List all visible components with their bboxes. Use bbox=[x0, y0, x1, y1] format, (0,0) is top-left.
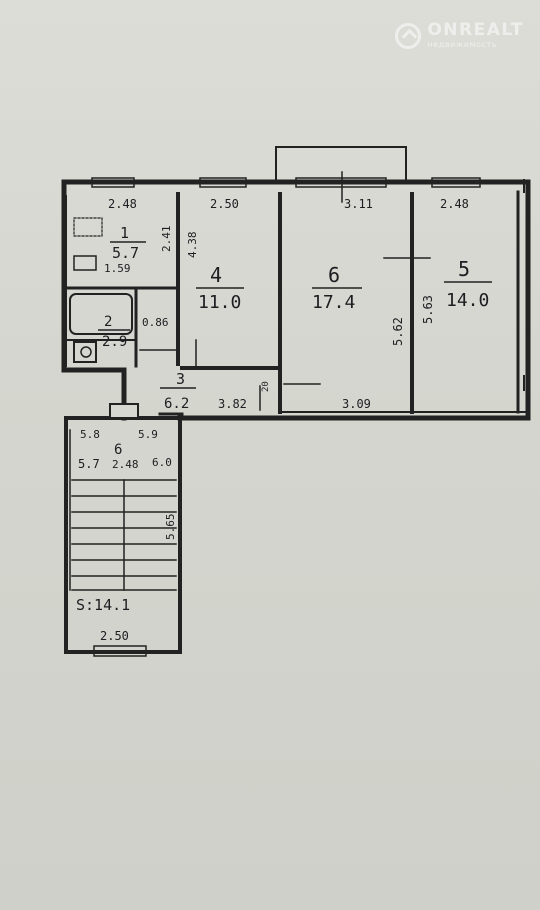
room-area: 6.2 bbox=[164, 396, 189, 412]
dim-label: 6.0 bbox=[152, 456, 172, 469]
room-area: 17.4 bbox=[312, 292, 355, 313]
watermark: ONREALT недвижимость bbox=[395, 22, 524, 49]
dim-label: 2.41 bbox=[160, 226, 173, 253]
dim-label: 5.62 bbox=[391, 317, 405, 346]
room-area: 5.7 bbox=[112, 244, 139, 262]
dim-label: 2.48 bbox=[108, 197, 137, 211]
window bbox=[91, 177, 481, 188]
dim-label: 3.09 bbox=[342, 397, 371, 411]
dim-label: 20 bbox=[261, 381, 271, 392]
washbasin-icon bbox=[80, 346, 92, 358]
dim-label: 1.59 bbox=[104, 262, 131, 275]
window bbox=[93, 645, 147, 657]
room-number: 3 bbox=[176, 370, 185, 388]
balcony bbox=[275, 146, 407, 183]
stove-icon bbox=[73, 217, 103, 237]
room-number: 4 bbox=[210, 263, 222, 287]
room-area: 14.0 bbox=[446, 290, 489, 311]
room-number: 2 bbox=[104, 314, 112, 330]
dim-label: 2.48 bbox=[440, 197, 469, 211]
dim-label: 3.82 bbox=[218, 397, 247, 411]
dim-label: 2.50 bbox=[100, 629, 129, 643]
dim-label: 0.86 bbox=[142, 316, 169, 329]
outer-wall bbox=[61, 179, 127, 421]
room-number: 1 bbox=[120, 224, 129, 242]
dim-label: 4.38 bbox=[186, 232, 199, 259]
dim-label: 2.50 bbox=[210, 197, 239, 211]
stair-wall bbox=[64, 416, 182, 654]
dim-label: 5.7 bbox=[78, 457, 100, 471]
room-area: 2.9 bbox=[102, 334, 127, 350]
stair-landing-block bbox=[109, 403, 139, 419]
dim-label: 2.48 bbox=[112, 458, 139, 471]
watermark-tagline: недвижимость bbox=[427, 40, 498, 49]
stair-area: S:14.1 bbox=[76, 596, 130, 614]
dim-label: 5.8 bbox=[80, 428, 100, 441]
dim-label: 5.9 bbox=[138, 428, 158, 441]
room-area: 11.0 bbox=[198, 292, 241, 313]
dim-label: 5.63 bbox=[421, 295, 435, 324]
stair-number: 6 bbox=[114, 442, 122, 458]
sink-icon bbox=[73, 255, 97, 271]
watermark-brand: ONREALT bbox=[427, 20, 524, 40]
house-circle-icon bbox=[395, 22, 422, 49]
bathtub-icon bbox=[69, 293, 133, 335]
dim-label: 3.11 bbox=[344, 197, 373, 211]
room-number: 5 bbox=[458, 257, 470, 281]
toilet-icon bbox=[73, 341, 97, 363]
room-number: 6 bbox=[328, 263, 340, 287]
dim-label: 5.65 bbox=[164, 514, 177, 541]
stair-steps bbox=[69, 429, 177, 591]
